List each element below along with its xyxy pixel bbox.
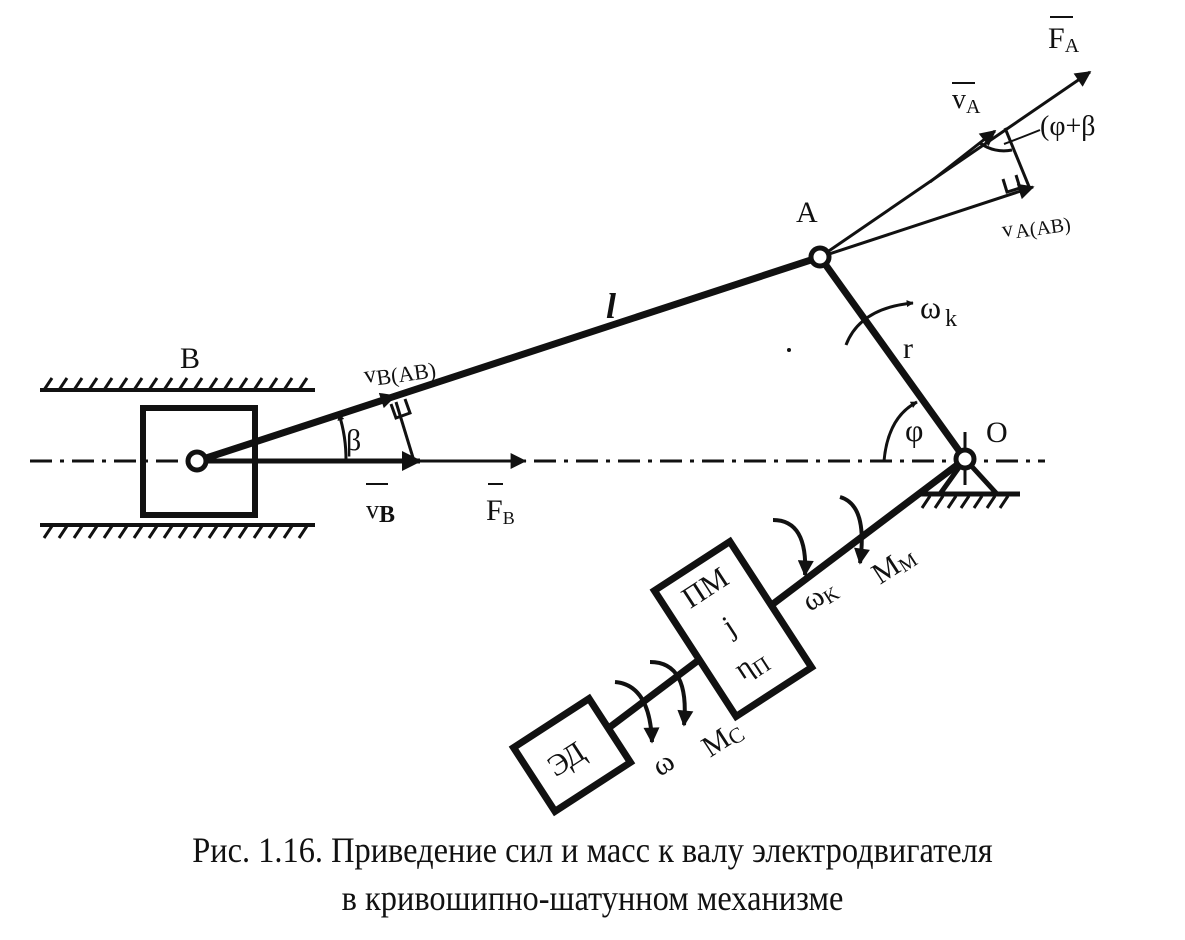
svg-text:vA: vA <box>952 84 981 118</box>
m-c-arrow <box>649 660 694 727</box>
hatch-mark <box>985 495 997 509</box>
rod-length-label: l <box>606 286 616 326</box>
hatch-mark <box>282 377 294 391</box>
pivot-b[interactable] <box>185 449 209 473</box>
hatch-mark <box>267 525 279 539</box>
m-c-label: MC <box>696 714 749 765</box>
hatch-mark <box>57 525 69 539</box>
v-b-ab-arrow <box>299 392 397 430</box>
right-angle-mark-b <box>389 398 412 420</box>
hatch-mark <box>252 525 264 539</box>
v-a-projection-line <box>1003 127 1032 190</box>
transmission-block[interactable] <box>649 536 817 722</box>
hatch-mark <box>207 377 219 391</box>
point-o-label: O <box>986 416 1008 449</box>
phi-angle-arc <box>882 400 918 462</box>
svg-text:FB: FB <box>486 494 515 528</box>
beta-label: β <box>346 424 361 457</box>
m-m-arrow <box>839 495 870 565</box>
phi-plus-beta-label: (φ+β <box>1040 111 1096 142</box>
v-b-projection-line <box>394 401 416 462</box>
f-a-arrow <box>819 70 1092 259</box>
hatch-mark <box>237 377 249 391</box>
phi-label: φ <box>905 412 923 448</box>
omega-k-crank-arc <box>844 300 914 346</box>
f-a-label: FA <box>1048 16 1080 57</box>
top-guide <box>40 377 315 392</box>
hatch-mark <box>102 525 114 539</box>
connecting-rod[interactable] <box>195 253 822 465</box>
hatch-mark <box>972 495 984 509</box>
hatch-mark <box>920 495 932 509</box>
hatch-mark <box>72 377 84 391</box>
hatch-mark <box>117 377 129 391</box>
hatch-mark <box>252 377 264 391</box>
hatch-mark <box>117 525 129 539</box>
hatch-mark <box>87 377 99 391</box>
point-b-label: B <box>180 342 200 375</box>
hatch-mark <box>222 377 234 391</box>
motor-block[interactable] <box>508 693 636 817</box>
hatch-mark <box>207 525 219 539</box>
beta-angle-arc <box>337 413 348 462</box>
drive-shaft[interactable] <box>607 456 968 730</box>
hatch-mark <box>147 525 159 539</box>
hatch-mark <box>192 377 204 391</box>
right-angle-mark-a <box>1001 174 1022 194</box>
hatch-mark <box>42 525 54 539</box>
v-a-ab-label: vA(AB) <box>1000 208 1072 245</box>
hatch-mark <box>132 525 144 539</box>
pivot-a[interactable] <box>808 245 832 269</box>
v-b-label: vB <box>366 483 395 528</box>
hatch-mark <box>282 525 294 539</box>
hatch-mark <box>162 525 174 539</box>
phi-plus-beta-leader <box>1003 129 1041 145</box>
phi-plus-beta-arc <box>979 141 1013 153</box>
v-a-label: vA <box>952 82 981 118</box>
hatch-mark <box>959 495 971 509</box>
hatch-mark <box>42 377 54 391</box>
omega-label: ω <box>646 744 681 782</box>
m-m-label: MM <box>866 539 922 592</box>
hatch-mark <box>297 525 309 539</box>
v-a-ab-arrow <box>819 183 1035 259</box>
hatch-mark <box>192 525 204 539</box>
hatch-mark <box>102 377 114 391</box>
hatch-mark <box>162 377 174 391</box>
hatch-mark <box>998 495 1010 509</box>
hatch-mark <box>297 377 309 391</box>
omega-k-shaft-arrow <box>772 518 814 577</box>
hatch-mark <box>267 377 279 391</box>
hatch-mark <box>147 377 159 391</box>
point-a-label: A <box>796 196 818 229</box>
crank[interactable] <box>817 254 968 462</box>
bottom-guide <box>40 523 315 539</box>
svg-text:vB: vB <box>366 495 395 528</box>
hatch-mark <box>933 495 945 509</box>
hatch-mark <box>177 377 189 391</box>
figure-caption-line-1: Рис. 1.16. Приведение сил и масс к валу … <box>192 830 993 870</box>
hatch-mark <box>57 377 69 391</box>
figure-caption-line-2: в кривошипно-шатунном механизме <box>341 878 844 918</box>
hatch-mark <box>237 525 249 539</box>
hatch-mark <box>87 525 99 539</box>
hatch-mark <box>946 495 958 509</box>
stray-dot <box>787 348 791 352</box>
svg-text:FA: FA <box>1048 22 1080 57</box>
hatch-mark <box>72 525 84 539</box>
hatch-mark <box>177 525 189 539</box>
f-b-label: FB <box>486 483 515 528</box>
omega-arrow <box>614 680 660 744</box>
hatch-mark <box>222 525 234 539</box>
pivot-o[interactable] <box>953 447 977 471</box>
v-a-arrow <box>929 129 997 184</box>
hatch-mark <box>132 377 144 391</box>
crank-radius-label: r <box>903 332 913 365</box>
